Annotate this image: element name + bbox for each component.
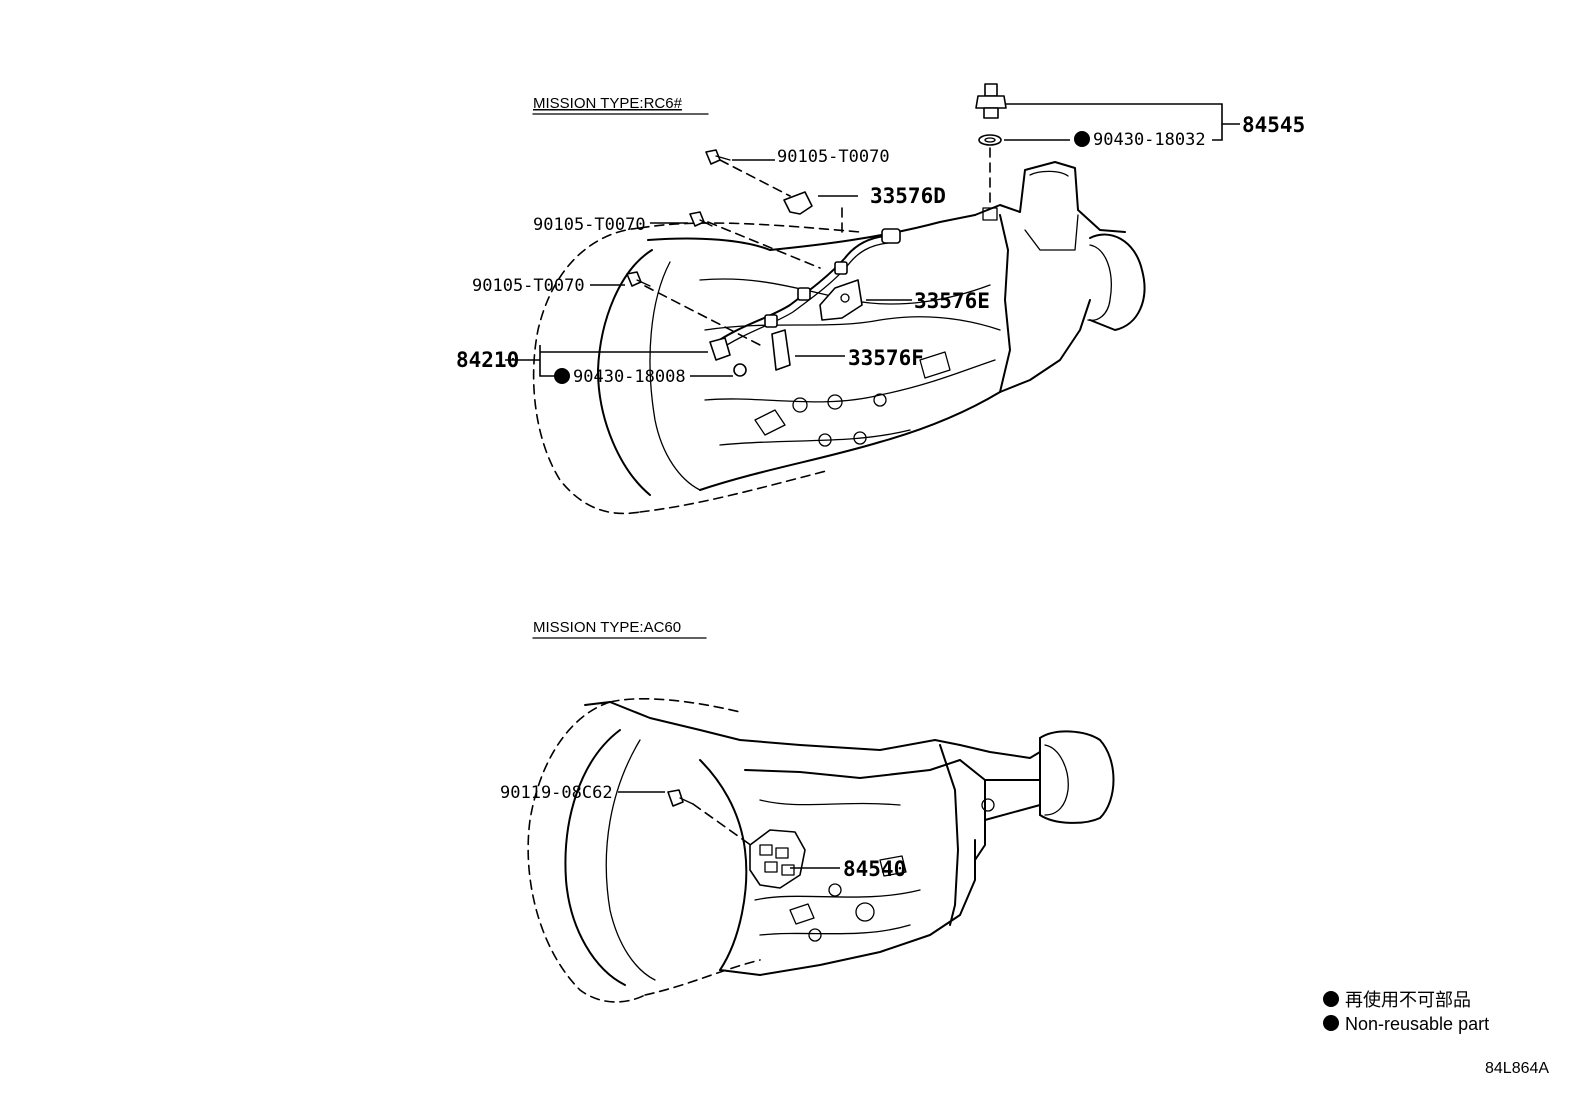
non-reusable-dot-90430-18032 xyxy=(1074,131,1090,147)
label-84540: 84540 xyxy=(843,857,906,881)
label-84210: 84210 xyxy=(456,348,519,372)
label-90119-08C62: 90119-08C62 xyxy=(500,783,613,803)
label-90105-t0070-a: 90105-T0070 xyxy=(777,147,890,167)
legend-dot-japanese xyxy=(1323,991,1339,1007)
legend-english-text: Non-reusable part xyxy=(1345,1014,1489,1034)
label-90430-18008: 90430-18008 xyxy=(573,367,686,387)
bolt-90119-08C62-icon xyxy=(667,789,694,807)
rc6-transmission-drawing xyxy=(532,161,1146,515)
clamp-33576F-icon xyxy=(771,329,791,371)
label-90105-t0070-b: 90105-T0070 xyxy=(533,215,646,235)
label-84545: 84545 xyxy=(1242,113,1305,137)
sensor-wire-harness xyxy=(709,228,901,361)
ac60-transmission-drawing xyxy=(527,698,1115,1003)
legend-japanese-text: 再使用不可部品 xyxy=(1345,990,1471,1010)
solenoid-84540-icon xyxy=(749,829,806,889)
label-33576F: 33576F xyxy=(848,346,924,370)
legend: 再使用不可部品 Non-reusable part xyxy=(1323,990,1489,1034)
label-33576E: 33576E xyxy=(914,289,990,313)
non-reusable-dot-90430-18008 xyxy=(554,368,570,384)
bolt-90105-a-icon xyxy=(705,149,731,165)
gasket-90430-18032-icon xyxy=(978,134,1002,146)
legend-dot-english xyxy=(1323,1015,1339,1031)
label-33576D: 33576D xyxy=(870,184,946,208)
ac60-title: MISSION TYPE:AC60 xyxy=(533,619,681,636)
diagram-code: 84L864A xyxy=(1485,1060,1549,1077)
clamp-33576E-icon xyxy=(819,279,863,321)
rc6-title: MISSION TYPE:RC6# xyxy=(533,95,683,112)
gasket-90430-18008-icon xyxy=(733,363,747,377)
bolt-90105-c-icon xyxy=(626,271,651,287)
label-90430-18032: 90430-18032 xyxy=(1093,130,1206,150)
sensor-84545-icon xyxy=(975,83,1007,119)
bolt-90105-b-icon xyxy=(689,211,713,227)
clamp-33576D-icon xyxy=(783,191,813,215)
label-90105-t0070-c: 90105-T0070 xyxy=(472,276,585,296)
